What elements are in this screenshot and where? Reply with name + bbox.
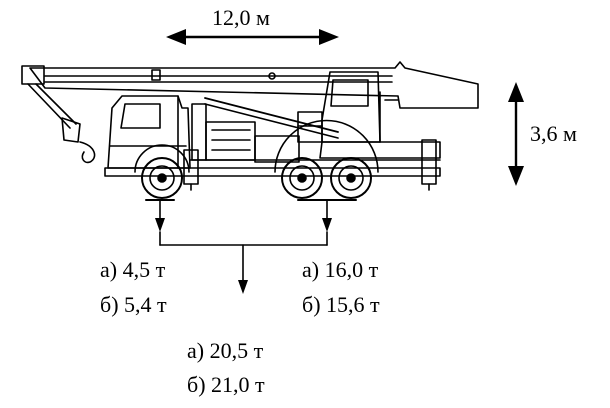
front-axle-load-b: б) 5,4 т [100,292,167,317]
length-label: 12,0 м [212,5,270,30]
height-label: 3,6 м [530,121,577,146]
truck-crane-icon [21,61,479,199]
total-load-a: а) 20,5 т [187,338,264,363]
front-axle-load-a: а) 4,5 т [100,257,166,282]
total-load-bracket [159,231,328,294]
total-load-b: б) 21,0 т [187,372,265,397]
length-dimension-arrow [166,29,339,45]
front-axle-load-arrow [145,199,175,232]
rear-axle-load-a: а) 16,0 т [302,257,379,282]
rear-axle-load-b: б) 15,6 т [302,292,380,317]
rear-axle-load-arrow [297,199,357,232]
height-dimension-arrow [508,82,524,186]
